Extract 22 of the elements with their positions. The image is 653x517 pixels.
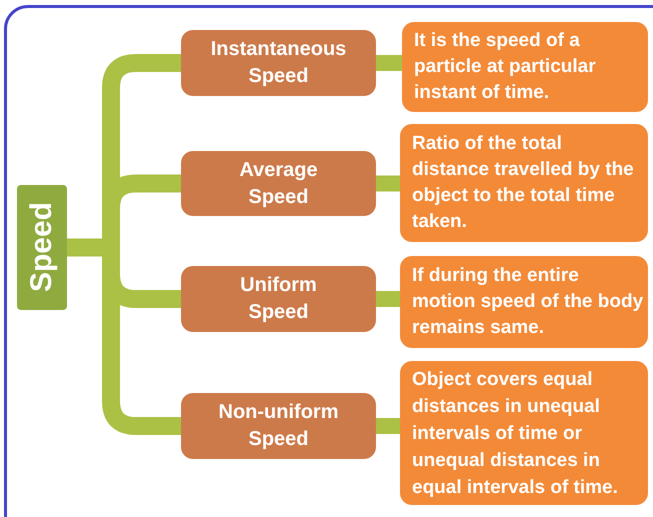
category-box: [181, 151, 376, 216]
topic-box: [17, 185, 67, 310]
connector-bar: [376, 55, 402, 71]
category-label: Uniform Speed: [239, 273, 318, 325]
connector-bar: [376, 418, 400, 434]
topic-label: Speed: [26, 202, 58, 293]
definition-text: Ratio of the total distance travelled by the object to the total time taken.: [412, 132, 635, 234]
category-box: [181, 30, 376, 96]
definition-box: [400, 124, 648, 242]
category-label: Instantaneous Speed: [210, 37, 348, 89]
category-box: [181, 266, 376, 332]
category-label: Non-uniform Speed: [218, 400, 340, 452]
connector-bar: [376, 291, 400, 307]
category-box: [181, 393, 376, 459]
definition-text: It is the speed of a particle at particular instant of time.: [414, 29, 597, 105]
definition-text: Object covers equal distances in unequal intervals of time or unequal distances in equal intervals of time.: [412, 368, 619, 500]
definition-text: If during the entire motion speed of the body remains same.: [412, 264, 644, 340]
category-label: Average Speed: [238, 158, 319, 210]
definition-box: [400, 361, 648, 505]
definition-box: [400, 256, 648, 348]
definition-box: [402, 22, 648, 112]
connector-bar: [376, 176, 400, 192]
